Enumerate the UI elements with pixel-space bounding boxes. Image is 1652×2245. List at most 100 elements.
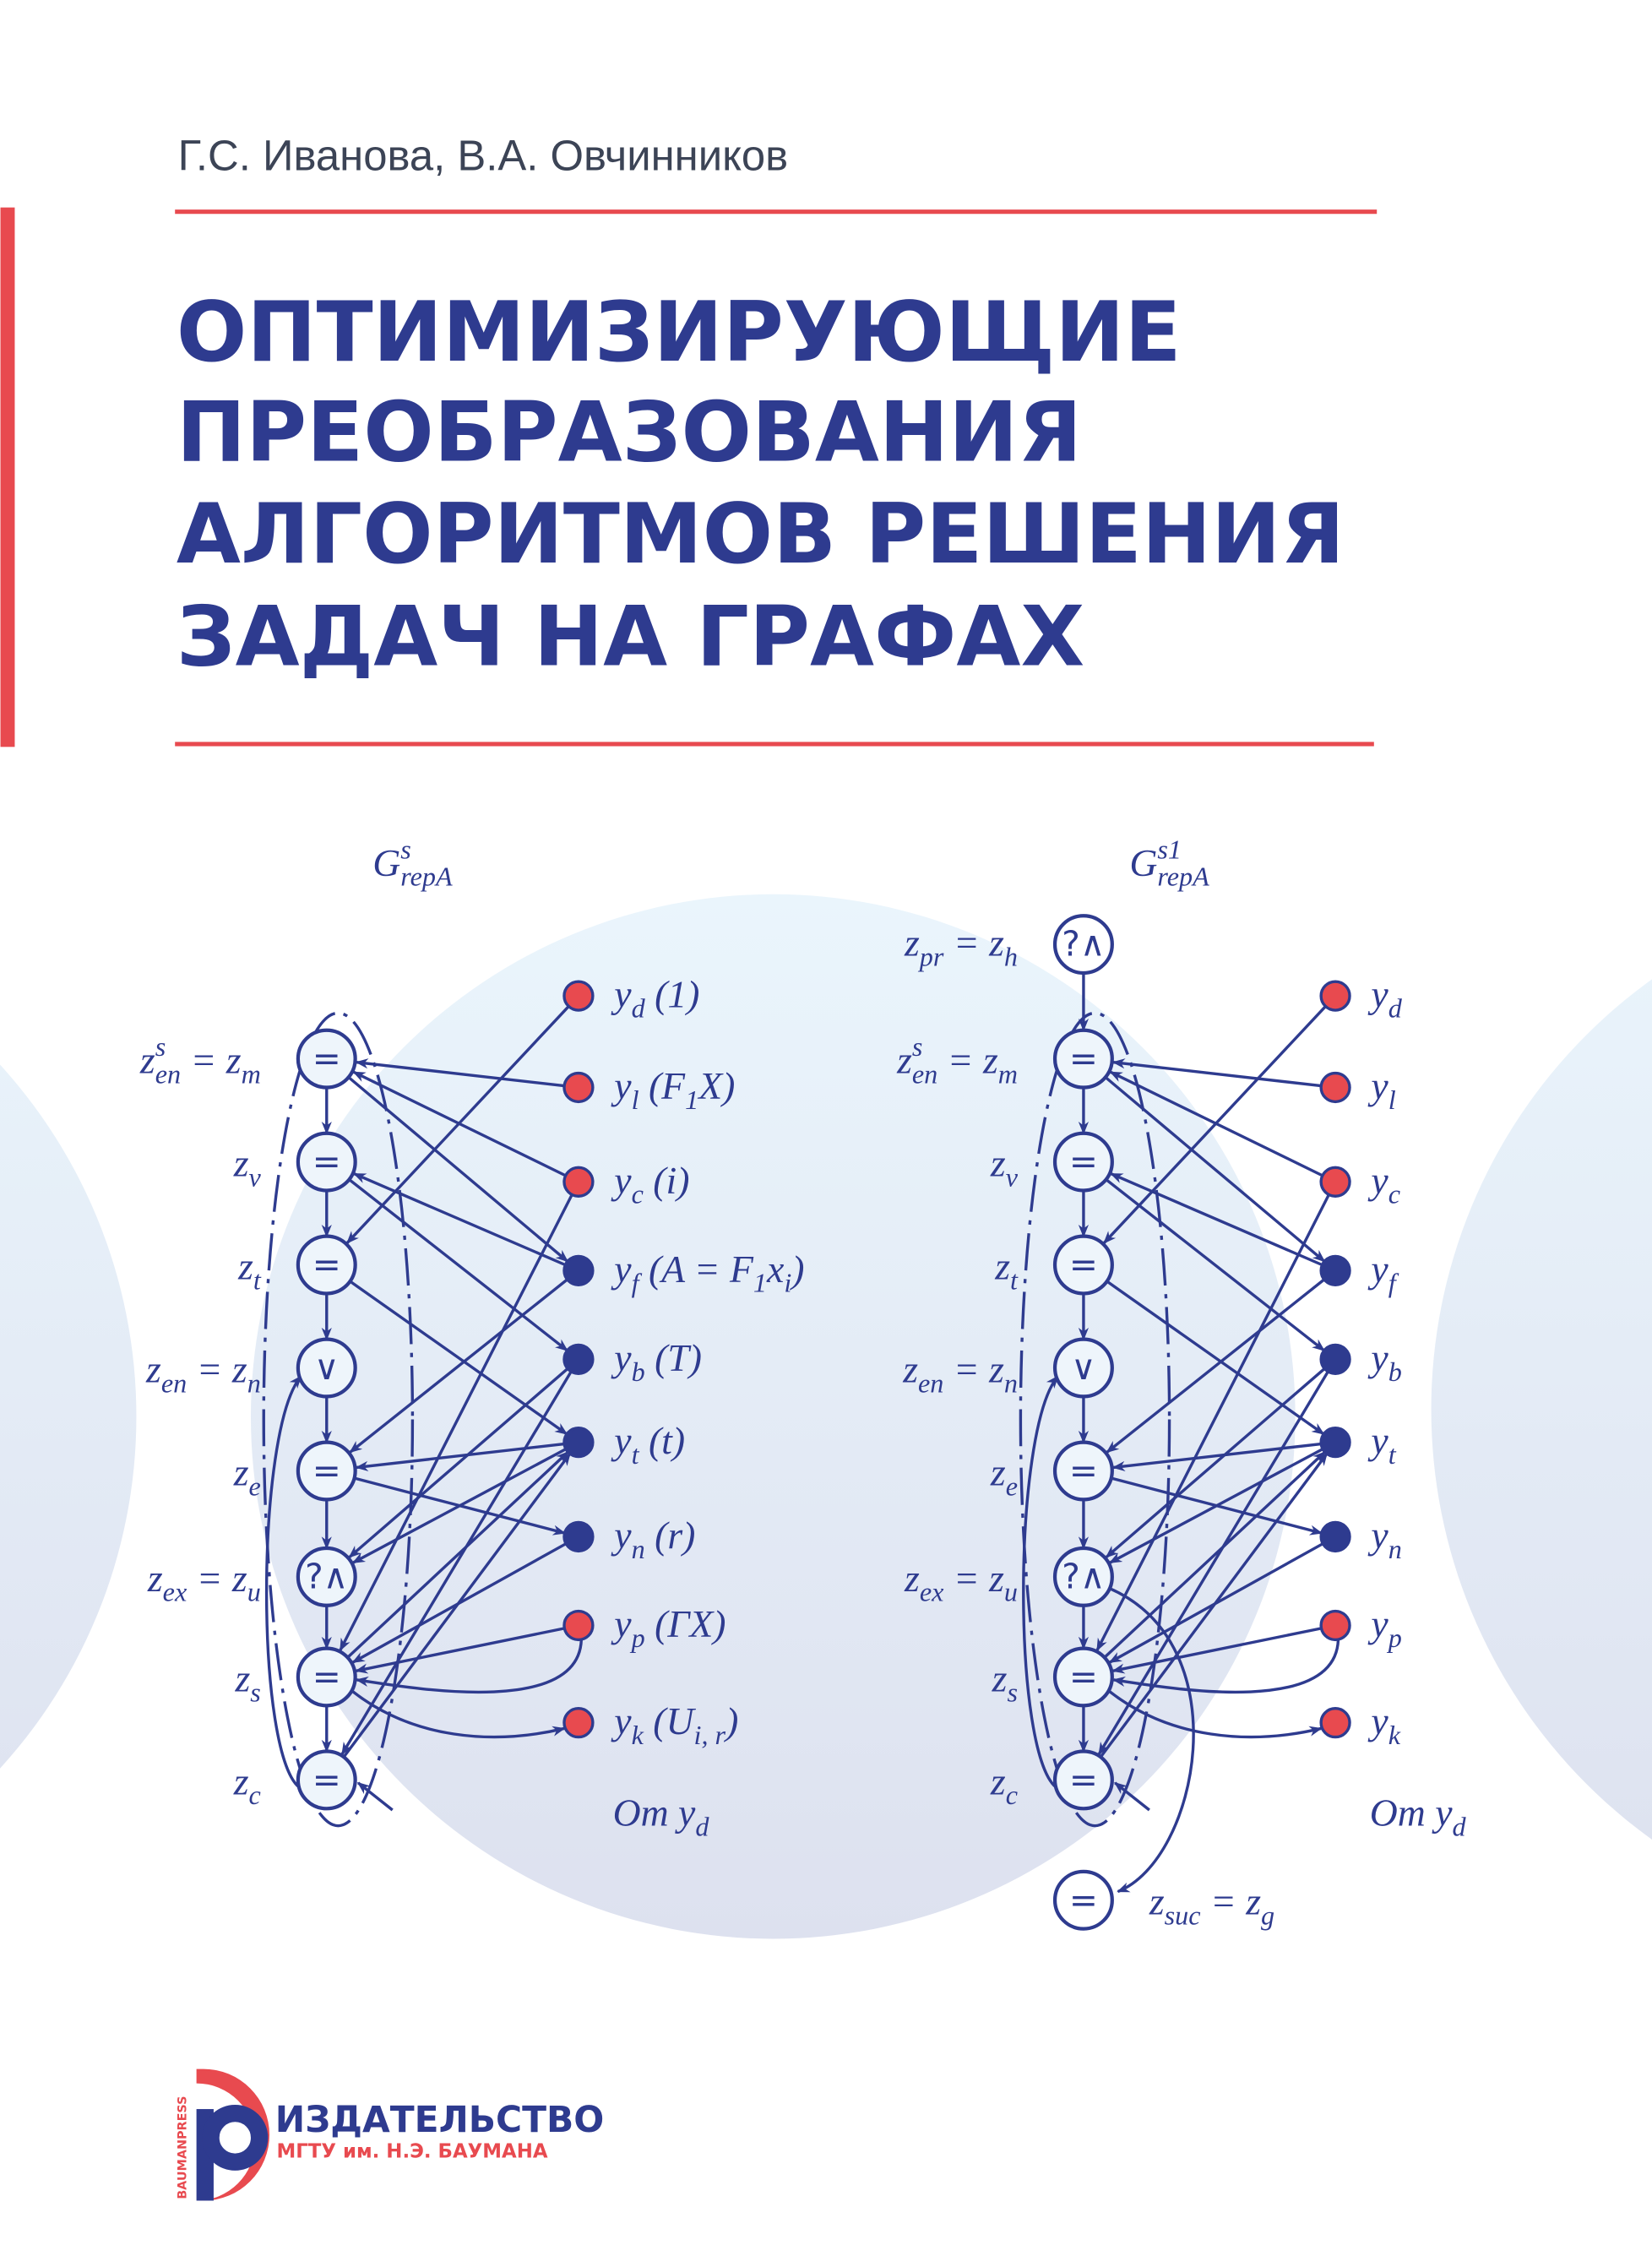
node-operator: ∨ [314, 1347, 340, 1388]
output-vertex [1319, 1426, 1351, 1459]
graph-edge [353, 1172, 567, 1267]
label-part: = z [937, 1039, 998, 1082]
output-vertex [1319, 1254, 1351, 1286]
node-label: zsuc = zg [1149, 1880, 1274, 1931]
label-part: z [233, 1759, 249, 1802]
input-vertex [1319, 1166, 1351, 1198]
output-vertex [562, 1254, 595, 1286]
label-part: en [155, 1058, 181, 1089]
background-circle-left [0, 1064, 137, 1769]
label-part: en [918, 1367, 943, 1398]
background-circle [250, 894, 1296, 1939]
label-part: d [695, 1811, 709, 1841]
vertex-label: yp [1367, 1602, 1401, 1653]
graph-edge [349, 1278, 568, 1454]
label-part: (F [639, 1064, 687, 1107]
input-vertex [562, 1609, 595, 1642]
label-part: b [632, 1356, 645, 1387]
label-part: n [1004, 1367, 1018, 1398]
label-part: c [632, 1179, 644, 1209]
label-part: z [990, 1450, 1006, 1493]
graph-edge [355, 1058, 565, 1088]
node-operator: ?∧ [305, 1556, 348, 1596]
label-part: i, r [694, 1720, 726, 1750]
label-part: c [1006, 1780, 1018, 1810]
node-operator: ∨ [1071, 1347, 1096, 1388]
graph-edge [1103, 1005, 1327, 1244]
graph-node [1052, 1337, 1114, 1399]
label-part: e [249, 1470, 261, 1501]
label-part: s [1007, 1677, 1018, 1707]
graph-node [1052, 1646, 1114, 1708]
node-label: zex = zu [147, 1557, 261, 1607]
vertex-label: yb [1367, 1336, 1401, 1387]
label-part: en [912, 1058, 937, 1089]
label-part: y [611, 1248, 632, 1291]
label-part: y [1367, 1419, 1388, 1462]
output-vertex [562, 1426, 595, 1459]
logo-side-text: BAUMANPRESS [177, 2096, 190, 2199]
node-operator: = [1069, 1879, 1098, 1920]
graph-edge [355, 1442, 565, 1472]
graph-curve [1114, 1781, 1150, 1812]
node-operator: = [1069, 1038, 1098, 1079]
label-part: f [1388, 1268, 1399, 1298]
label-part: y [1367, 1514, 1388, 1557]
graph-edge [349, 1179, 568, 1352]
label-part: s [250, 1677, 261, 1707]
graph-curve [356, 1781, 394, 1812]
graph-edge [1104, 1450, 1326, 1658]
node-label: zv [233, 1142, 262, 1193]
vertex-label: yc [1367, 1159, 1400, 1209]
title-line-4: ЗАДАЧ НА ГРАФАХ [177, 590, 1084, 686]
label-part: d [1388, 992, 1403, 1023]
output-vertex [562, 1343, 595, 1376]
vertex-label: yf [1367, 1248, 1399, 1298]
label-part: t [632, 1439, 640, 1470]
label-part: (r) [645, 1514, 696, 1557]
graph-node [1052, 1440, 1114, 1502]
graph-curve [264, 1375, 302, 1791]
label-part: k [1388, 1720, 1401, 1750]
label-part: z [147, 1557, 163, 1600]
node-operator: = [1069, 1244, 1098, 1285]
label-part: z [902, 1347, 918, 1390]
graph-edge [345, 1005, 570, 1244]
graph-curve [1108, 1586, 1195, 1894]
node-operator: = [312, 1759, 341, 1800]
label-part: ex [163, 1577, 187, 1607]
label-part: z [992, 1656, 1008, 1699]
label-part: y [1367, 1159, 1388, 1202]
label-part: v [249, 1161, 262, 1192]
label-part: y [611, 1699, 632, 1742]
vertex-label: yl (F1X) [611, 1064, 735, 1115]
label-part: s [155, 1031, 166, 1062]
graph-node [296, 1028, 357, 1090]
label-part: = z [943, 921, 1004, 965]
label-part: d [632, 992, 646, 1023]
graph-edge [348, 1367, 569, 1558]
graph-node [1052, 1749, 1114, 1811]
label-part: (A = F [639, 1248, 754, 1291]
graph-edge [1097, 1371, 1329, 1756]
output-vertex [1319, 1520, 1351, 1553]
label-part: z [990, 1759, 1006, 1802]
label-part: c [1388, 1179, 1400, 1209]
graph-node [296, 1234, 357, 1296]
label-part: y [1367, 1602, 1388, 1645]
background-circle-right [1431, 979, 1652, 1840]
label-part: y [1367, 1064, 1388, 1107]
graph-edge [1095, 1193, 1330, 1652]
label-part: repA [1157, 862, 1209, 892]
graph-edge [339, 1193, 573, 1652]
label-part: z [1149, 1880, 1165, 1923]
label-part: y [611, 1064, 632, 1107]
graph-edge [1111, 1058, 1322, 1088]
label-part: y [611, 1159, 632, 1202]
node-operator: = [312, 1244, 341, 1285]
node-label: zc [990, 1759, 1018, 1810]
